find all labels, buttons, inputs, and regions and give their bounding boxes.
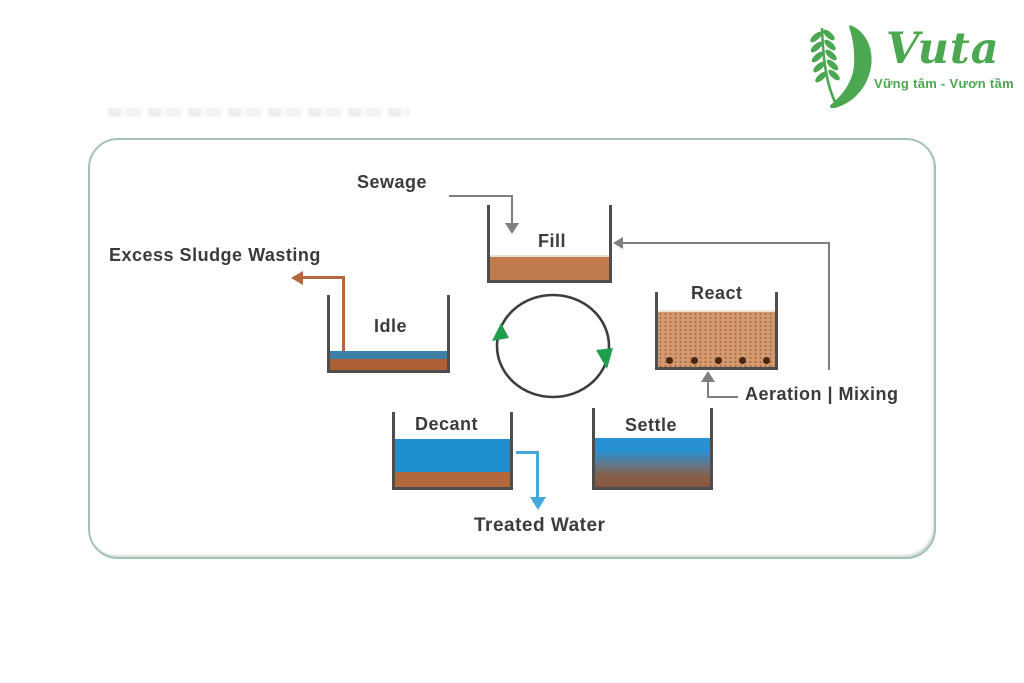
excess-sludge-line	[302, 276, 345, 279]
react-tank-mixed-liquor	[658, 310, 775, 367]
settle-tank-settling-layers	[595, 438, 710, 487]
idle-label: Idle	[374, 316, 408, 336]
aeration-mixing-label: Aeration | Mixing	[745, 384, 899, 404]
idle-tank-sludge	[330, 359, 447, 370]
fill-tank-sludge	[490, 255, 609, 280]
treated-water-label: Treated Water	[474, 515, 606, 536]
diffuser-dot	[763, 357, 770, 364]
aeration-line	[707, 381, 709, 398]
treated-water-line	[516, 451, 539, 454]
diffuser-dot	[739, 357, 746, 364]
fill-tank	[487, 205, 612, 283]
decant-label: Decant	[415, 414, 479, 434]
diffuser-dot	[715, 357, 722, 364]
sewage-flow-line	[449, 195, 513, 197]
settle-label: Settle	[625, 415, 678, 435]
faint-watermark-text	[108, 108, 410, 117]
fill-return-line	[622, 242, 830, 244]
sewage-flow-line	[511, 195, 513, 224]
treated-water-line	[536, 451, 539, 499]
sewage-label: Sewage	[357, 172, 428, 192]
cycle-circle	[492, 293, 613, 399]
sewage-arrow-icon	[505, 223, 519, 234]
idle-tank-water	[330, 351, 447, 359]
react-tank	[655, 292, 778, 370]
diffuser-dot	[691, 357, 698, 364]
cycle-arrow-down-icon	[596, 348, 613, 369]
treated-water-arrow-icon	[530, 497, 546, 510]
excess-sludge-line	[342, 276, 345, 354]
settle-tank	[592, 408, 713, 490]
decant-tank-sludge	[395, 472, 510, 487]
react-label: React	[691, 283, 743, 303]
wheat-swoosh-icon	[810, 25, 872, 108]
fill-label: Fill	[538, 231, 566, 251]
excess-sludge-arrow-icon	[291, 271, 303, 285]
brand-tagline: Vững tâm - Vươn tầm	[874, 76, 1014, 91]
fill-return-arrow-icon	[613, 237, 623, 249]
decant-tank	[392, 412, 513, 490]
brand-logo: Vuta Vững tâm - Vươn tầm	[800, 20, 1015, 108]
decant-tank-clear-water	[395, 439, 510, 472]
idle-tank	[327, 295, 450, 373]
excess-sludge-wasting-label: Excess Sludge Wasting	[109, 245, 321, 265]
brand-name: Vuta	[886, 24, 1000, 74]
aeration-arrow-icon	[701, 371, 715, 382]
fill-return-line	[828, 242, 830, 370]
cycle-arrow-up-icon	[492, 323, 509, 341]
diffuser-dot	[666, 357, 673, 364]
aeration-line	[707, 396, 738, 398]
